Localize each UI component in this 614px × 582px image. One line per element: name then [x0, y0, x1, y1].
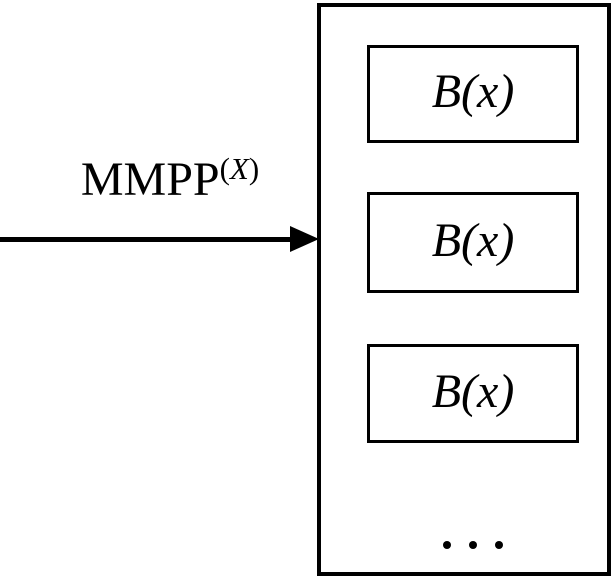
- arrival-process-label-base: MMPP: [80, 153, 220, 206]
- ellipsis-dot: [495, 541, 503, 549]
- superscript-close-paren: ): [248, 151, 260, 186]
- arrival-arrow-head-icon: [290, 226, 319, 252]
- ellipsis-dot: [469, 541, 477, 549]
- service-box-3: B(x): [367, 344, 579, 443]
- arrival-process-label: MMPP(X): [48, 153, 292, 206]
- service-box-2: B(x): [367, 192, 579, 293]
- superscript-variable: X: [229, 151, 249, 186]
- superscript-open-paren: (: [219, 151, 230, 186]
- arrival-process-superscript: (X): [220, 151, 260, 186]
- service-box-3-label: B(x): [431, 364, 515, 418]
- service-box-1: B(x): [367, 45, 579, 143]
- service-box-2-label: B(x): [431, 213, 515, 267]
- arrival-arrow-line: [0, 237, 294, 242]
- ellipsis-dots: [367, 541, 579, 549]
- service-box-1-label: B(x): [431, 65, 515, 118]
- ellipsis-dot: [443, 541, 451, 549]
